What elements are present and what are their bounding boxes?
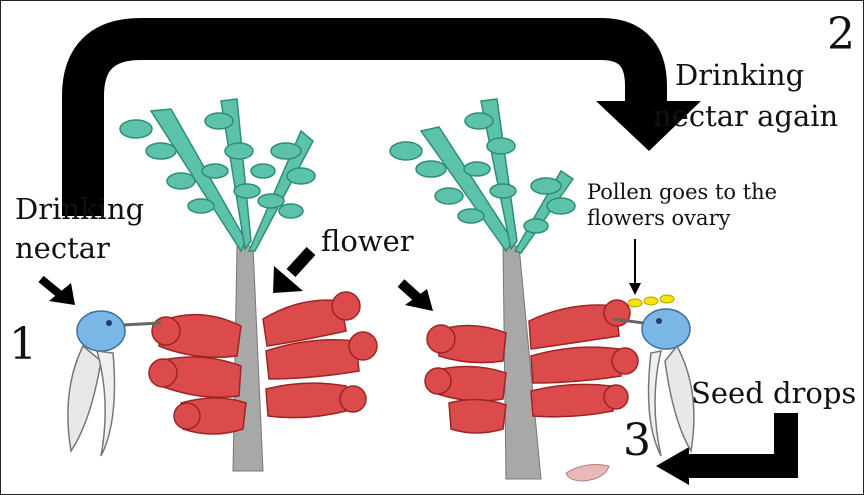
left-plant — [120, 99, 377, 471]
pollen-note-line2: flowers ovary — [587, 205, 777, 231]
step-2-label-line2: nectar again — [653, 100, 838, 133]
step-1-label: Drinking nectar — [15, 193, 144, 266]
step-2-label-line1: Drinking — [653, 59, 838, 92]
step-1-label-line1: Drinking — [15, 193, 144, 226]
left-flowers — [149, 292, 377, 434]
bird-1 — [68, 311, 161, 456]
step-1-label-line2: nectar — [15, 232, 144, 265]
step-2-number: 2 — [827, 13, 855, 57]
pointer-arrow-flower-right — [401, 283, 433, 311]
pollen-note-line1: Pollen goes to the — [587, 179, 777, 205]
pointer-arrow-pollen — [629, 239, 641, 295]
pollen-grains — [628, 295, 674, 307]
step-2-label: Drinking nectar again — [653, 59, 838, 134]
pollen-note: Pollen goes to the flowers ovary — [587, 179, 777, 232]
step-1-number: 1 — [9, 323, 37, 367]
right-leaves — [390, 99, 575, 253]
pointer-arrow-flower-left — [273, 251, 311, 293]
left-leaves — [120, 99, 315, 251]
flower-label: flower — [321, 227, 414, 256]
left-stem — [233, 246, 263, 471]
right-plant — [390, 99, 638, 479]
pointer-arrow-left — [41, 279, 75, 305]
step-3-label: Seed drops — [691, 379, 856, 408]
seed-arrow-shaft — [681, 413, 786, 466]
dropped-seed — [566, 465, 609, 481]
step-3-number: 3 — [623, 419, 651, 463]
